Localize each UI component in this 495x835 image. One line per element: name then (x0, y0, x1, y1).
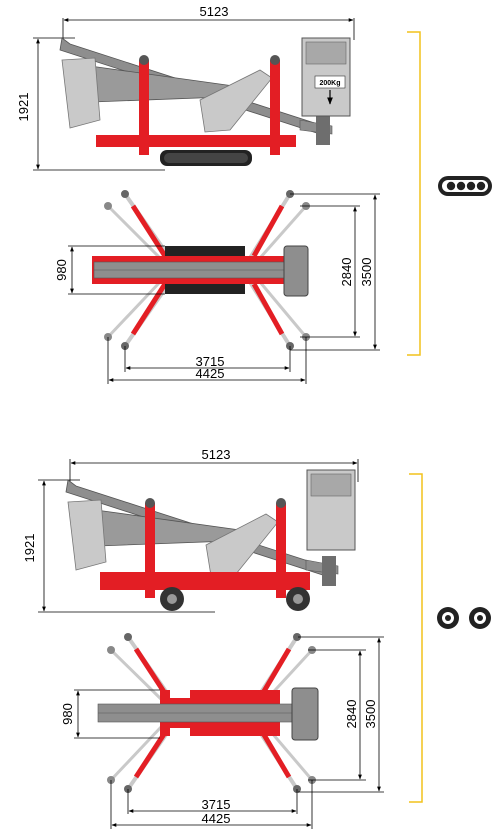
mast-pivot (276, 498, 286, 508)
mast-pivot (139, 55, 149, 65)
length-dimension-label: 5123 (200, 4, 229, 19)
front-mast (270, 60, 280, 155)
inner-span-label: 2840 (344, 700, 359, 729)
section-bracket (409, 473, 423, 803)
height-dimension-label: 1921 (16, 93, 31, 122)
front-mast (276, 503, 286, 598)
length-dimension-label: 5123 (202, 447, 231, 462)
outrigger-cylinder (251, 282, 285, 336)
inner-length-label: 3715 (202, 797, 231, 812)
outer-length-label: 4425 (202, 811, 231, 826)
mast-pivot (270, 55, 280, 65)
rear-counterweight (61, 57, 101, 129)
wheeled-top-view: 980 2840 3500 3715 4425 (60, 633, 384, 829)
basket (291, 687, 319, 741)
mast-pivot (145, 498, 155, 508)
rear-mast (139, 60, 149, 155)
outrigger-leg (106, 280, 162, 339)
outrigger-leg (109, 648, 164, 702)
outrigger-foot (104, 202, 112, 210)
basket-rotator (316, 115, 330, 145)
outrigger-leg (109, 724, 164, 782)
wheeled-side-view: 5123 1921 (22, 447, 359, 613)
outrigger-cylinder (251, 204, 285, 258)
outrigger-cylinder (257, 647, 292, 700)
outrigger-foot (293, 633, 301, 641)
outrigger-leg (106, 204, 162, 260)
inner-length-label: 3715 (196, 354, 225, 369)
rear-counterweight (67, 499, 107, 571)
tracked-side-view: 5123 1921 200Kg (16, 4, 355, 171)
basket-rotator (322, 556, 336, 586)
chassis (96, 135, 296, 147)
crawler-track-icon (438, 176, 492, 196)
boom-linkage (199, 69, 273, 133)
outer-span-label: 3500 (359, 258, 374, 287)
load-label: 200Kg (319, 80, 340, 87)
outer-span-label: 3500 (363, 700, 378, 729)
chassis-width-label: 980 (54, 259, 69, 281)
crawler-track (165, 284, 245, 294)
outer-length-label: 4425 (196, 366, 225, 381)
height-dimension-label: 1921 (22, 534, 37, 563)
outrigger-cylinder (130, 282, 168, 336)
outrigger-foot (124, 633, 132, 641)
rear-mast (145, 503, 155, 598)
outrigger-foot (107, 646, 115, 654)
wheels-icon (437, 607, 491, 629)
outrigger-leg (258, 281, 308, 338)
outrigger-cylinder (133, 726, 171, 779)
outrigger-foot (121, 190, 129, 198)
outrigger-leg (258, 205, 308, 259)
section-bracket (407, 31, 421, 356)
crawler-track (165, 246, 245, 256)
load-plate (314, 75, 346, 89)
inner-span-label: 2840 (339, 258, 354, 287)
boom-linkage (205, 513, 279, 577)
chassis-width-label: 980 (60, 703, 75, 725)
outrigger-cylinder (130, 204, 168, 258)
outrigger-cylinder (257, 726, 292, 779)
chassis (100, 572, 310, 590)
outrigger-cylinder (133, 647, 171, 700)
tracked-top-view: 980 2840 3500 3715 4425 (54, 190, 380, 384)
basket (283, 245, 309, 297)
